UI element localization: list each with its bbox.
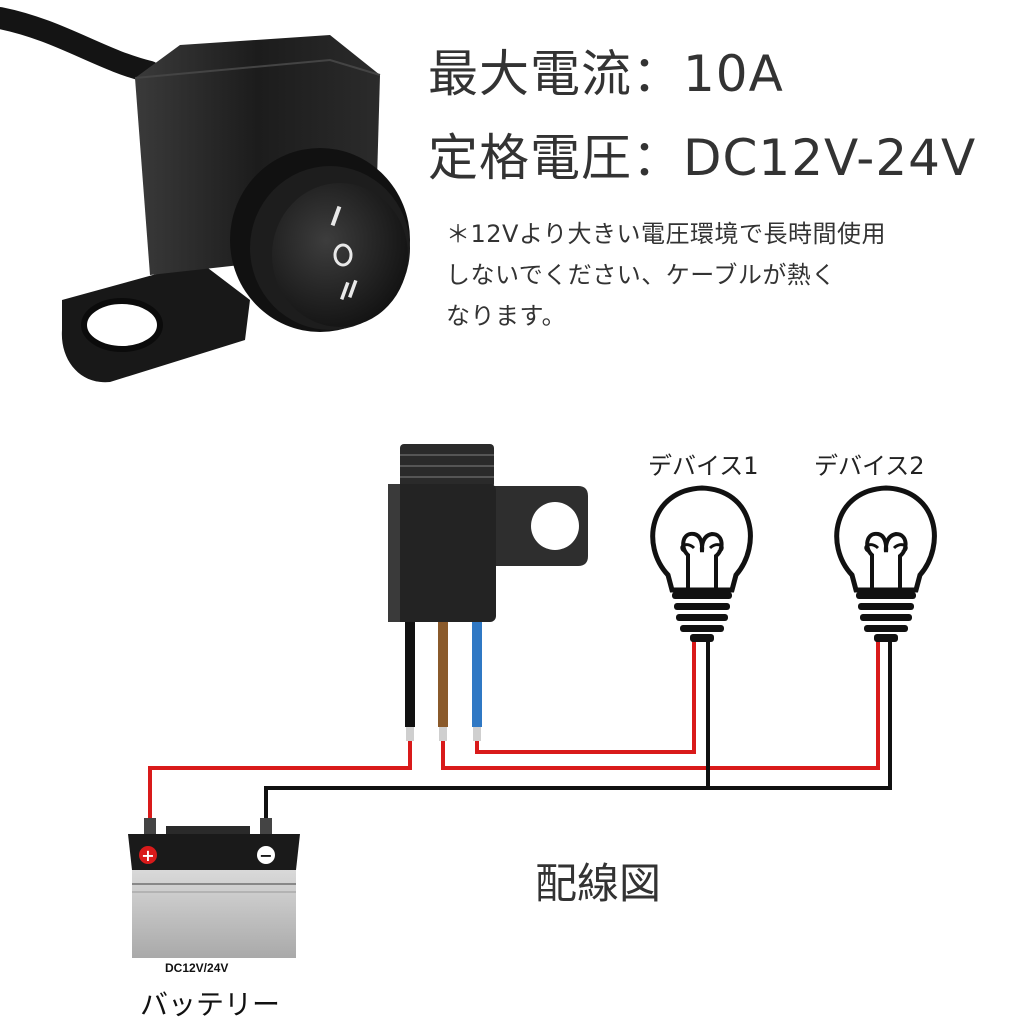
- wire-ground: [264, 640, 892, 822]
- bulb-device-1-icon: [650, 485, 753, 642]
- wire-to-device-1: [475, 640, 696, 754]
- battery-icon: + −: [128, 818, 300, 958]
- wire-battery-positive: [148, 741, 412, 822]
- switch-position-o-mark: [333, 243, 353, 267]
- battery-negative-terminal-icon: [257, 846, 275, 864]
- battery-voltage-label: DC12V/24V: [165, 961, 229, 975]
- note-line-1: ＊12Vより大きい電圧環境で長時間使用: [446, 220, 886, 248]
- battery-negative-symbol: −: [259, 846, 272, 865]
- device-1-label: デバイス1: [648, 452, 759, 480]
- mount-hole: [81, 298, 163, 352]
- blue-wire-lead: [472, 622, 482, 727]
- battery-label: バッテリー: [140, 988, 281, 1021]
- schematic-mount-hole: [531, 502, 579, 550]
- battery-positive-terminal-icon: [139, 846, 157, 864]
- note-line-2: しないでください、ケーブルが熱く: [446, 261, 836, 289]
- switch-product-photo: [0, 7, 410, 383]
- switch-position-i-mark: [330, 205, 342, 227]
- wiring: [148, 640, 892, 822]
- battery-positive-symbol: +: [141, 846, 154, 865]
- black-wire-lead: [405, 622, 415, 727]
- note-line-3: なります。: [446, 302, 567, 330]
- brown-wire-lead: [438, 622, 448, 727]
- rated-voltage-spec: 定格電圧：DC12V-24V: [428, 129, 977, 187]
- switch-schematic: [388, 444, 588, 741]
- wiring-diagram-title: 配線図: [535, 859, 662, 908]
- bulb-device-2-icon: [834, 485, 937, 642]
- switch-position-ii-mark: [340, 279, 358, 300]
- max-current-spec: 最大電流：10A: [428, 45, 784, 103]
- wire-to-device-2: [441, 640, 880, 770]
- device-2-label: デバイス2: [814, 452, 925, 480]
- usage-warning-note: ＊12Vより大きい電圧環境で長時間使用 しないでください、ケーブルが熱く なりま…: [446, 214, 1006, 337]
